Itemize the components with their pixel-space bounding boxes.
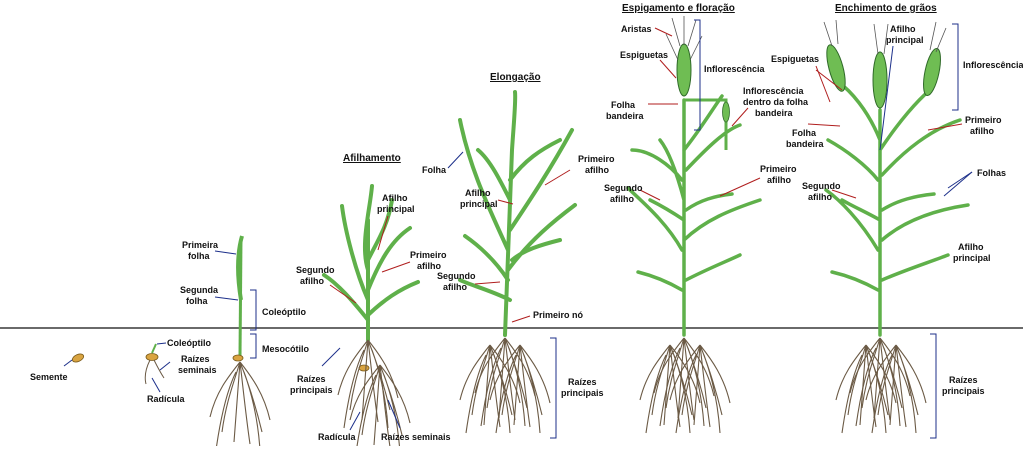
label-radicula-2: Radícula	[318, 432, 357, 442]
label-folha-bandeira-4-2: bandeira	[786, 139, 825, 149]
label-coleoptilo-seed: Coleóptilo	[167, 338, 211, 348]
label-primeiro-afilho-3-2: afilho	[767, 175, 792, 185]
espigamento-stage: Espigamento e floração Aristas Espigueta…	[604, 3, 809, 434]
label-primeiro-no: Primeiro nó	[533, 310, 584, 320]
label-segundo-afilho-4-2: afilho	[808, 192, 833, 202]
label-infl-dentro-1: Inflorescência	[743, 86, 805, 96]
label-segundo-afilho-1-1: Segundo	[296, 265, 335, 275]
label-primeiro-afilho-3-1: Primeiro	[760, 164, 797, 174]
stage-title-elongacao: Elongação	[490, 72, 541, 83]
label-segunda-folha-1: Segunda	[180, 285, 219, 295]
label-primeiro-afilho-4-1: Primeiro	[965, 115, 1002, 125]
label-raizes-seminais-seed-1: Raízes	[181, 354, 210, 364]
label-afilho-principal-1-1: Afilho	[382, 193, 408, 203]
label-folha: Folha	[422, 165, 447, 175]
label-afilho-principal-4-2: principal	[886, 35, 924, 45]
label-mesocotilo: Mesocótilo	[262, 344, 310, 354]
spike-espigamento	[676, 43, 692, 97]
label-espiguetas-3: Espiguetas	[620, 50, 668, 60]
label-infl-dentro-3: bandeira	[755, 108, 794, 118]
label-segundo-afilho-4-1: Segundo	[802, 181, 841, 191]
seedling-stage: Primeira folha Segunda folha Coleóptilo …	[180, 235, 310, 451]
label-folha-bandeira-4-1: Folha	[792, 128, 817, 138]
seed-stage: Semente	[30, 353, 85, 382]
label-raizes-principais-4-1: Raízes	[949, 375, 978, 385]
label-semente: Semente	[30, 372, 68, 382]
enchimento-stage: Enchimento de grãos Espiguetas Afilho pr…	[771, 3, 1023, 439]
stage-title-enchimento: Enchimento de grãos	[835, 3, 937, 14]
label-coleoptilo: Coleóptilo	[262, 307, 306, 317]
label-segunda-folha-2: folha	[186, 296, 208, 306]
label-primeiro-afilho-1-1: Primeiro	[410, 250, 447, 260]
seed	[71, 353, 85, 363]
germination-stage: Coleóptilo Raízes seminais Radícula	[144, 338, 217, 404]
label-segundo-afilho-1-2: afilho	[300, 276, 325, 286]
spike-enchimento-3	[923, 47, 941, 97]
spike-enchimento-2	[872, 51, 888, 109]
label-primeiro-afilho-2-1: Primeiro	[578, 154, 615, 164]
label-raizes-principais-4-2: principais	[942, 386, 985, 396]
label-afilho-principal-4b-1: Afilho	[958, 242, 984, 252]
label-afilho-principal-2-2: principal	[460, 199, 498, 209]
label-infl-dentro-2: dentro da folha	[743, 97, 809, 107]
label-primeiro-afilho-2-2: afilho	[585, 165, 610, 175]
label-raizes-principais-1-2: principais	[290, 385, 333, 395]
label-raizes-principais-2-1: Raízes	[568, 377, 597, 387]
label-primeira-folha-1: Primeira	[182, 240, 219, 250]
label-espiguetas-4: Espiguetas	[771, 54, 819, 64]
elongacao-stage: Elongação Folha Afilho principal Primeir…	[422, 72, 615, 439]
afilhamento-stage: Afilhamento Afilho principal Primeiro af…	[290, 153, 451, 451]
label-inflorescencia-3: Inflorescência	[704, 64, 766, 74]
label-primeiro-afilho-1-2: afilho	[417, 261, 442, 271]
label-segundo-afilho-2-2: afilho	[443, 282, 468, 292]
label-afilho-principal-4-1: Afilho	[890, 24, 916, 34]
label-segundo-afilho-3-2: afilho	[610, 194, 635, 204]
spike-enchimento-1	[826, 44, 846, 92]
label-afilho-principal-4b-2: principal	[953, 253, 991, 263]
label-folha-bandeira-3-2: bandeira	[606, 111, 645, 121]
label-afilho-principal-2-1: Afilho	[465, 188, 491, 198]
stage-title-espigamento: Espigamento e floração	[622, 3, 735, 14]
label-aristas: Aristas	[621, 24, 652, 34]
label-segundo-afilho-2-1: Segundo	[437, 271, 476, 281]
label-radicula-seed: Radícula	[147, 394, 186, 404]
label-folhas: Folhas	[977, 168, 1006, 178]
label-segundo-afilho-3-1: Segundo	[604, 183, 643, 193]
label-primeiro-afilho-4-2: afilho	[970, 126, 995, 136]
label-primeira-folha-2: folha	[188, 251, 210, 261]
label-inflorescencia-4: Inflorescência	[963, 60, 1023, 70]
label-raizes-principais-1-1: Raízes	[297, 374, 326, 384]
label-folha-bandeira-3-1: Folha	[611, 100, 636, 110]
label-afilho-principal-1-2: principal	[377, 204, 415, 214]
label-raizes-principais-2-2: principais	[561, 388, 604, 398]
label-raizes-seminais-2: Raízes seminais	[381, 432, 451, 442]
label-raizes-seminais-seed-2: seminais	[178, 365, 217, 375]
stage-title-afilhamento: Afilhamento	[343, 153, 401, 164]
